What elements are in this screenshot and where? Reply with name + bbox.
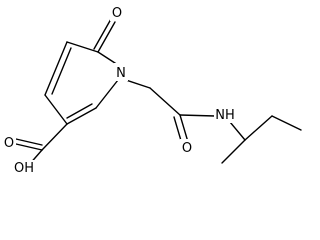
bond-n1-ch2 (125, 79, 151, 89)
structure-diagram: O N O NH OH O (2, 5, 302, 177)
bond-ch-ch2 (244, 115, 273, 141)
bond-c6-o1-double (93, 18, 112, 50)
bonds (15, 18, 302, 167)
atom-labels: O N O NH OH O (2, 5, 237, 177)
bond-n1-c2 (95, 79, 119, 109)
atom-o2-label: O (182, 141, 192, 156)
bond-ch2-camide (149, 87, 181, 116)
bond-c3-cacid (41, 123, 68, 151)
bond-c2-c3-inner (66, 103, 93, 119)
bond-c5-c6 (66, 41, 99, 53)
bond-c3-c4 (44, 94, 68, 125)
bond-ch-me (221, 139, 246, 164)
bond-c6-o1 (97, 21, 116, 53)
bond-ch2-ch3 (271, 115, 302, 131)
atom-oh-label: OH (14, 161, 34, 176)
bond-nh-ch (229, 121, 246, 141)
bond-c4-c5-inner (51, 47, 72, 95)
bond-camide-nh (179, 114, 216, 117)
bond-cacid-o3 (15, 143, 43, 151)
bond-c6-n1 (97, 51, 119, 66)
atom-n1: N (114, 63, 128, 81)
atom-oh: OH (12, 160, 36, 177)
bond-c4-c5 (44, 41, 68, 96)
bond-c2-c3 (66, 107, 97, 125)
atom-o3-label: O (4, 136, 14, 151)
atom-o1-label: O (112, 6, 122, 21)
atom-nh: NH (214, 106, 237, 123)
atom-n1-label: N (116, 66, 126, 81)
bond-camide-o2 (179, 114, 189, 143)
atom-o1: O (110, 5, 124, 21)
atom-o2: O (180, 139, 194, 156)
atom-o3: O (2, 134, 16, 151)
bond-cacid-o3-double (15, 138, 43, 146)
atom-nh-label: NH (215, 108, 235, 123)
